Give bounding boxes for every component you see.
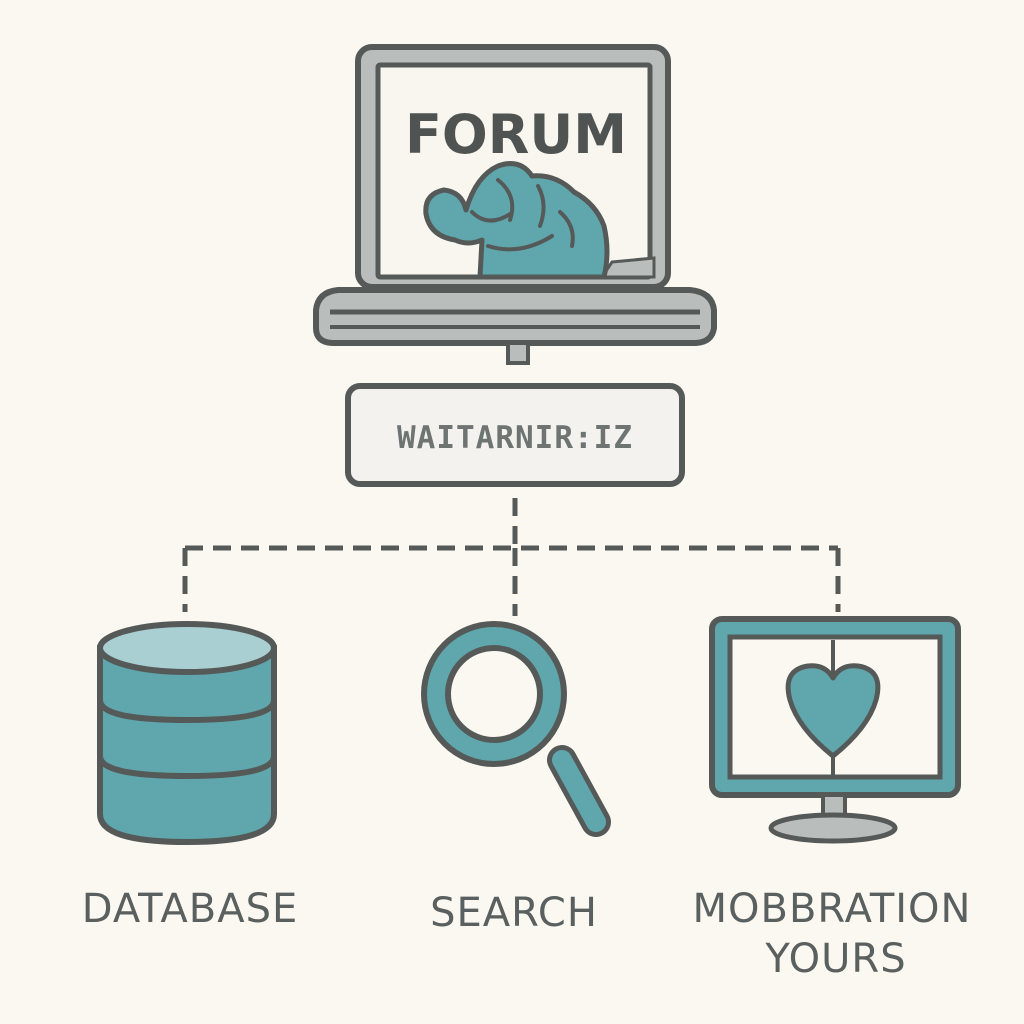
screen-title: FORUM <box>405 103 627 166</box>
caption-box-text: WAITARNIR:IZ <box>397 420 633 456</box>
magnifier-icon <box>421 621 611 837</box>
connector-lines <box>182 498 841 616</box>
monitor-heart-icon <box>709 616 961 844</box>
caption-box <box>345 383 685 487</box>
moderation-label-line2: YOURS <box>764 936 906 982</box>
database-label: DATABASE <box>82 886 299 932</box>
forum-mascot-icon <box>423 161 656 280</box>
moderation-label-line1: MOBBRATION <box>693 886 972 932</box>
search-label: SEARCH <box>430 890 598 936</box>
database-icon <box>97 621 277 846</box>
